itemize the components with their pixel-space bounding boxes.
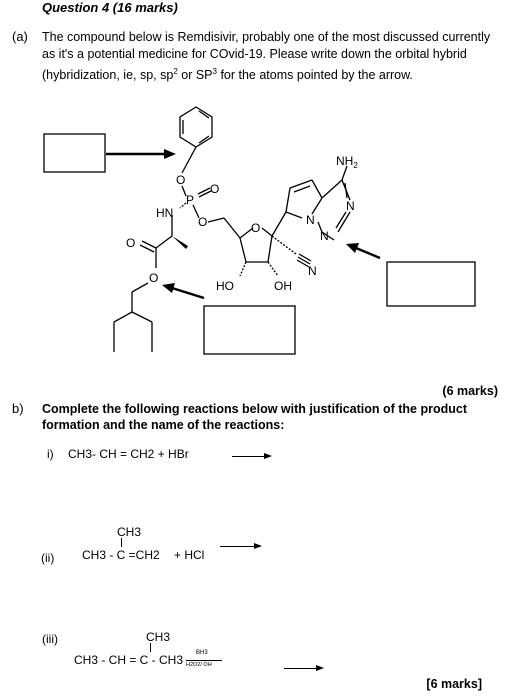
part-b-line-1: Complete the following reactions below w…	[42, 402, 468, 416]
part-a-text: The compound below is Remdisivir, probab…	[42, 29, 507, 84]
reaction-iii-reagent-top: BH3	[196, 650, 208, 656]
part-a-line-1: The compound below is Remdisivir, probab…	[42, 30, 491, 44]
atom-ho: HO	[216, 279, 234, 293]
reaction-i-label: i)	[47, 447, 54, 461]
part-a-line-3-pre: (hybridization, ie, sp, sp	[42, 68, 174, 83]
reaction-iii-bond	[150, 643, 151, 652]
atom-o-ring: O	[251, 221, 260, 235]
phenyl-ring	[179, 106, 213, 148]
atom-oh: OH	[274, 279, 292, 293]
part-a-marks: (6 marks)	[442, 384, 498, 398]
question-title: Question 4 (16 marks)	[42, 0, 178, 15]
part-a-line-3: (hybridization, ie, sp, sp2 or SP3 for t…	[42, 63, 507, 84]
atom-o-alkoxy: O	[149, 271, 158, 285]
atom-o-ester: O	[198, 215, 207, 229]
pyrrole-ring	[285, 179, 323, 219]
answer-box-3[interactable]	[203, 305, 296, 355]
sup-3: 3	[212, 67, 217, 76]
atom-hn: HN	[156, 206, 173, 220]
reaction-iii-methyl: CH3	[146, 630, 171, 644]
atom-phosphorus: P	[186, 193, 194, 207]
part-a-line-2: as it's a potential medicine for COvid-1…	[42, 47, 467, 61]
atom-nh2: NH2	[336, 154, 358, 170]
reaction-i-arrow	[232, 452, 272, 459]
reaction-iii-reagent-bottom: H2O2/ OH	[186, 662, 212, 668]
part-b-label: b)	[12, 401, 24, 416]
part-b-instruction: Complete the following reactions below w…	[42, 401, 502, 433]
atom-n3: N	[320, 229, 329, 243]
nh2-subscript: 2	[353, 161, 358, 170]
ribose-ring	[239, 227, 273, 263]
part-b-line-2: formation and the name of the reactions:	[42, 418, 285, 432]
arrow-to-oxygen	[162, 283, 205, 300]
part-a-label: (a)	[12, 29, 28, 44]
reaction-ii-arrow	[220, 542, 262, 549]
part-b-marks: [6 marks]	[426, 677, 482, 691]
atom-n-nitrile: N	[308, 264, 317, 278]
reaction-iii-equation: CH3 - CH = C - CH3	[74, 653, 184, 667]
reaction-iii-arrow	[284, 664, 324, 671]
reaction-ii-bond	[121, 538, 122, 547]
reaction-i-equation: CH3- CH = CH2 + HBr	[68, 447, 189, 461]
reaction-iii-reagent-line	[186, 660, 222, 661]
answer-box-2[interactable]	[386, 261, 476, 307]
answer-box-1[interactable]	[43, 133, 106, 173]
triazine-ring	[317, 179, 351, 241]
arrow-to-phenyl	[106, 149, 176, 159]
sup-2: 2	[173, 67, 178, 76]
atom-o-carbonyl: O	[126, 236, 135, 250]
atom-o-phenoxy: O	[176, 173, 185, 187]
atom-n1: N	[306, 213, 315, 227]
reaction-ii-label: (ii)	[41, 551, 55, 565]
part-a-line-3-post: for the atoms pointed by the arrow.	[216, 68, 413, 83]
atom-o-double: O	[210, 182, 219, 196]
arrow-to-nitrogen	[346, 243, 381, 260]
part-a-line-3-mid: or SP	[177, 68, 213, 83]
nh2-main: NH	[336, 154, 353, 168]
reaction-ii-methyl: CH3	[117, 525, 142, 539]
remdesivir-structure: O P O HN O O O O N N N N NH2 HO OH	[43, 106, 476, 355]
atom-n2: N	[346, 199, 355, 213]
reaction-ii-equation: CH3 - C =CH2	[82, 548, 160, 562]
reaction-iii-label: (iii)	[42, 632, 58, 646]
reaction-ii-reagent: + HCl	[174, 548, 205, 562]
